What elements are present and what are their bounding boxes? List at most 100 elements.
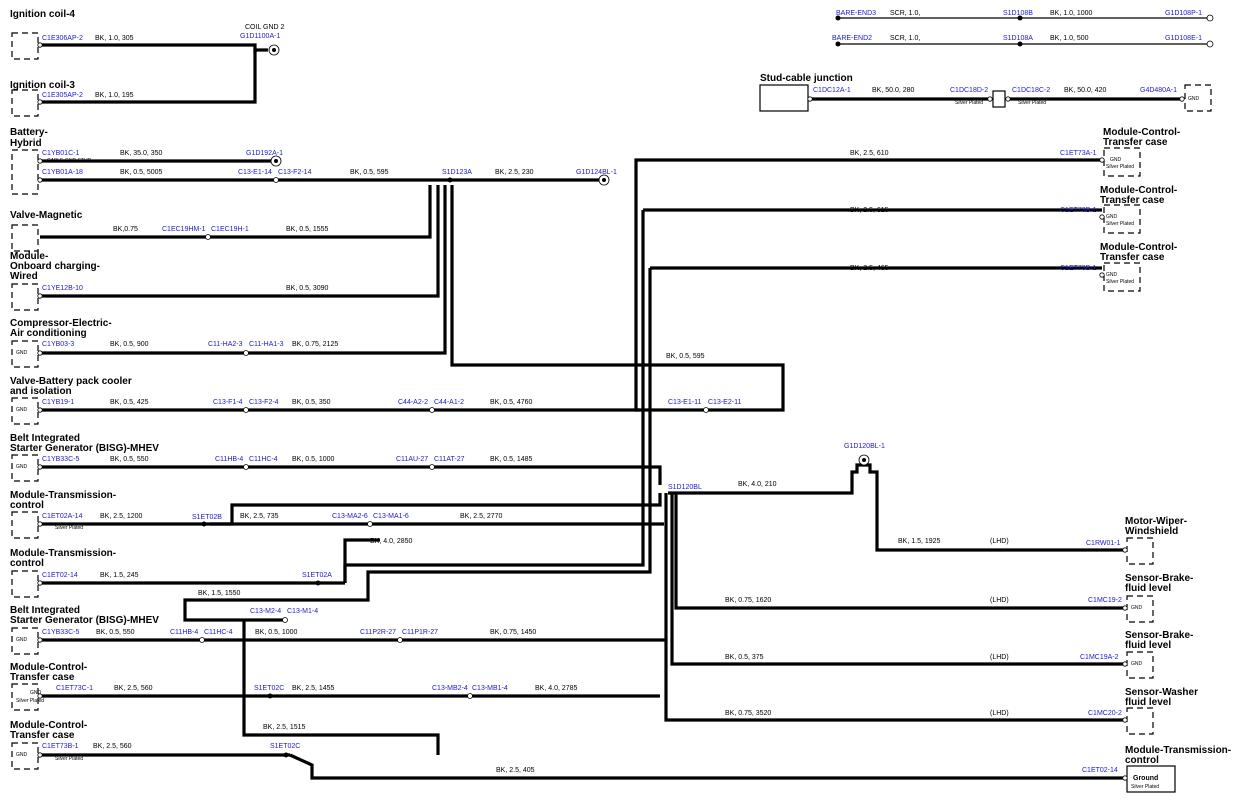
- mctc-l2-box: [11, 742, 39, 770]
- wire-label: BK, 0.75, 2125: [292, 341, 338, 348]
- wire-label: BK, 0.5, 550: [110, 456, 149, 463]
- gnd-text: GND: [16, 752, 28, 758]
- pin-label: BARE-END2: [832, 35, 872, 42]
- component-name: Battery-: [10, 127, 48, 138]
- component-name: Motor-Wiper-: [1125, 516, 1187, 527]
- pin-label: S1D108A: [1003, 35, 1033, 42]
- component-name: Air conditioning: [10, 328, 87, 339]
- wire-label: BK, 4.0, 2850: [370, 538, 413, 545]
- wire-labels: BK, 1.0, 305 BK, 1.0, 195 BK, 35.0, 350 …: [93, 10, 1107, 774]
- silver-text: Silver Plated: [1131, 784, 1159, 790]
- pin-label: C13-E1-14: [238, 169, 272, 176]
- ignition-coil-3-box: [11, 89, 39, 117]
- stud-gnd-box: [1184, 84, 1212, 112]
- component-name: Onboard charging-: [10, 261, 100, 272]
- pin-label: C1ET02-14: [1082, 767, 1118, 774]
- mtc-b-box: [11, 570, 39, 598]
- wire-label: BK,0.75: [113, 226, 138, 233]
- component-name: Wired: [10, 271, 38, 282]
- gnd-text: GND: [1110, 157, 1122, 163]
- wire-label: BK, 4.0, 2785: [535, 685, 578, 692]
- component-name: fluid level: [1125, 583, 1171, 594]
- mctc-r3-box: [1103, 262, 1141, 292]
- wire-label: BK, 0.5, 900: [110, 341, 149, 348]
- pin-label: S1ET02A: [302, 572, 332, 579]
- wire-label: SCR, 1.0,: [890, 35, 920, 42]
- component-name: Compressor-Electric-: [10, 318, 112, 329]
- pin-label: C1DC12A-1: [813, 87, 851, 94]
- pin-label: C13-M1-4: [287, 608, 318, 615]
- pin-label: C13-MA1-6: [373, 513, 409, 520]
- component-name: Sensor-Washer: [1125, 687, 1198, 698]
- pin-label: C11HC-4: [249, 456, 278, 463]
- pin-label: S1ET02C: [254, 685, 284, 692]
- pin-label: C13-MA2-6: [332, 513, 368, 520]
- component-name: Module-: [10, 251, 48, 262]
- gnd-text: GND: [1131, 661, 1143, 667]
- component-boxes: [11, 32, 1212, 793]
- wire-label: BK, 2.5, 1200: [100, 513, 143, 520]
- pin-label: C11P1R-27: [402, 629, 438, 636]
- wire-label: BK, 0.5, 4760: [490, 399, 533, 406]
- component-name: Sensor-Brake-: [1125, 573, 1193, 584]
- gnd-text: GND: [30, 690, 42, 696]
- wire-label: BK, 2.5, 465: [850, 265, 889, 272]
- component-name: Belt Integrated: [10, 605, 80, 616]
- pin-label: C1YB33C-5: [42, 629, 79, 636]
- wire-label: BK, 0.5, 350: [292, 399, 331, 406]
- pin-label: G1D108E-1: [1165, 35, 1202, 42]
- component-name: Transfer case: [10, 672, 75, 683]
- wire-label: BK, 2.5, 405: [496, 767, 535, 774]
- wire-label: BK, 2.5, 560: [114, 685, 153, 692]
- lhd-note: (LHD): [990, 654, 1009, 661]
- pin-label: BARE-END3: [836, 10, 876, 17]
- module-onboard-box: [11, 283, 39, 311]
- pin-label: C11AU-27: [396, 456, 428, 463]
- pin-label: C1YB01C-1: [42, 150, 79, 157]
- pin-label: C1MC19A-2: [1080, 654, 1119, 661]
- pin-label: C1ET73B-1: [1060, 265, 1097, 272]
- wire-label: BK, 50.0, 420: [1064, 87, 1107, 94]
- gnd-text: GND: [16, 464, 28, 470]
- valve-battery-box: [11, 397, 39, 425]
- pin-label: C1RW01-1: [1086, 540, 1121, 547]
- wire-label: BK, 0.75, 1450: [490, 629, 536, 636]
- component-name: and isolation: [10, 386, 72, 397]
- pin-label: C1DC18C-2: [1012, 87, 1050, 94]
- wire-label: BK, 35.0, 350: [120, 150, 163, 157]
- component-name: Starter Generator (BISG)-MHEV: [10, 443, 159, 454]
- component-name: Sensor-Brake-: [1125, 630, 1193, 641]
- component-name: Module-Control-: [10, 720, 87, 731]
- component-name: control: [1125, 755, 1159, 766]
- wire-label: BK, 0.5, 1485: [490, 456, 533, 463]
- pin-label: COIL GND 2: [245, 24, 285, 31]
- pin-label: C13-F2-4: [249, 399, 279, 406]
- pin-label: C1EC19HM-1: [162, 226, 206, 233]
- wire-label: BK, 0.5, 550: [96, 629, 135, 636]
- pin-label: G1D1100A-1: [240, 33, 280, 40]
- wire-label: BK, 4.0, 210: [738, 481, 777, 488]
- component-name: Valve-Magnetic: [10, 210, 83, 221]
- wire-label: SCR, 1.0,: [890, 10, 920, 17]
- pin-label: C1ET73A-1: [1060, 150, 1097, 157]
- pin-label: C1YE12B-10: [42, 285, 83, 292]
- wire-label: BK, 0.5, 1000: [255, 629, 298, 636]
- wiper-box: [1126, 537, 1154, 565]
- silver-text: Silver Plated: [1106, 221, 1134, 227]
- mctc-r1-box: [1103, 147, 1141, 177]
- pin-label: C1MC19-2: [1088, 597, 1122, 604]
- wire-label: BK, 0.5, 3090: [286, 285, 329, 292]
- component-name: Ignition coil-4: [10, 9, 75, 20]
- wire-label: BK, 1.0, 305: [95, 35, 134, 42]
- silver-text: Silver Plated: [1018, 100, 1046, 106]
- wire-label: BK, 0.75, 1620: [725, 597, 771, 604]
- pin-label: C13-MB2-4: [432, 685, 468, 692]
- pin-label: C1YB33C-5: [42, 456, 79, 463]
- gnd-text: GND: [1131, 605, 1143, 611]
- pin-label: C11AT-27: [434, 456, 465, 463]
- silver-text: Silver Plated: [1106, 279, 1134, 285]
- gnd-text: GND: [16, 637, 28, 643]
- silver-text: Silver Plated: [1106, 164, 1134, 170]
- pin-label: C13-E2-11: [708, 399, 741, 406]
- component-name: Windshield: [1125, 526, 1178, 537]
